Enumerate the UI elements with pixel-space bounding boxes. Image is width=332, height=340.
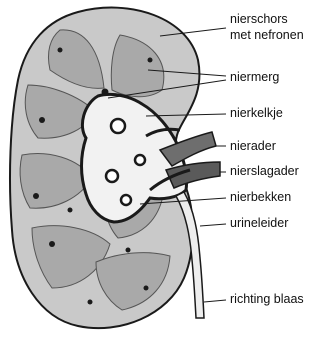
label-met-nefronen: met nefronen	[230, 28, 304, 43]
label-nierader: nierader	[230, 139, 276, 154]
label-richting-blaas: richting blaas	[230, 292, 304, 307]
calyx	[111, 119, 125, 133]
label-niermerg: niermerg	[230, 70, 279, 85]
label-nierbekken: nierbekken	[230, 190, 291, 205]
label-nierkelkje: nierkelkje	[230, 106, 283, 121]
label-urineleider: urineleider	[230, 216, 288, 231]
label-nierschors: nierschors	[230, 12, 288, 27]
calyx	[135, 155, 145, 165]
label-nierslagader: nierslagader	[230, 164, 299, 179]
calyx	[106, 170, 118, 182]
calyx	[121, 195, 131, 205]
